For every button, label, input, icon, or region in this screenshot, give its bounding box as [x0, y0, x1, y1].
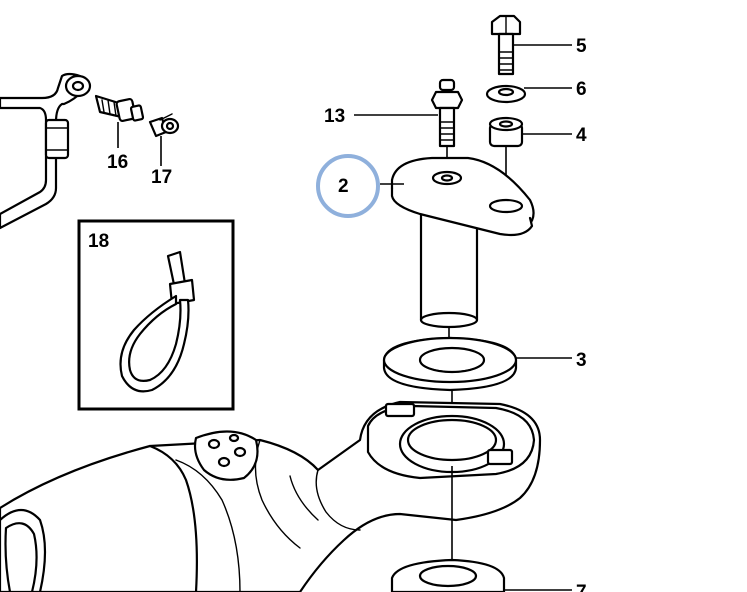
cable-tie-icon [119, 250, 196, 393]
pin-2 [390, 156, 535, 352]
callout-5: 5 [576, 36, 587, 57]
highlight-ring [316, 154, 380, 218]
callout-4: 4 [576, 125, 587, 146]
inset-18: 18 [77, 219, 235, 411]
callout-7: 7 [576, 582, 587, 592]
hose-assembly [0, 72, 92, 230]
axle-housing [0, 400, 542, 592]
sleeve-4 [488, 116, 524, 148]
washer-3 [382, 336, 518, 392]
callout-18: 18 [88, 231, 109, 252]
grease-nipple-13 [430, 78, 464, 148]
callout-16: 16 [107, 152, 128, 173]
callout-17: 17 [151, 167, 172, 188]
callout-3: 3 [576, 350, 587, 371]
fitting-16 [94, 94, 145, 122]
callout-2: 2 [338, 176, 349, 197]
callout-13: 13 [324, 106, 345, 127]
bolt-5 [490, 14, 522, 76]
callout-6: 6 [576, 79, 587, 100]
washer-6 [485, 84, 527, 104]
fitting-17 [148, 113, 180, 138]
